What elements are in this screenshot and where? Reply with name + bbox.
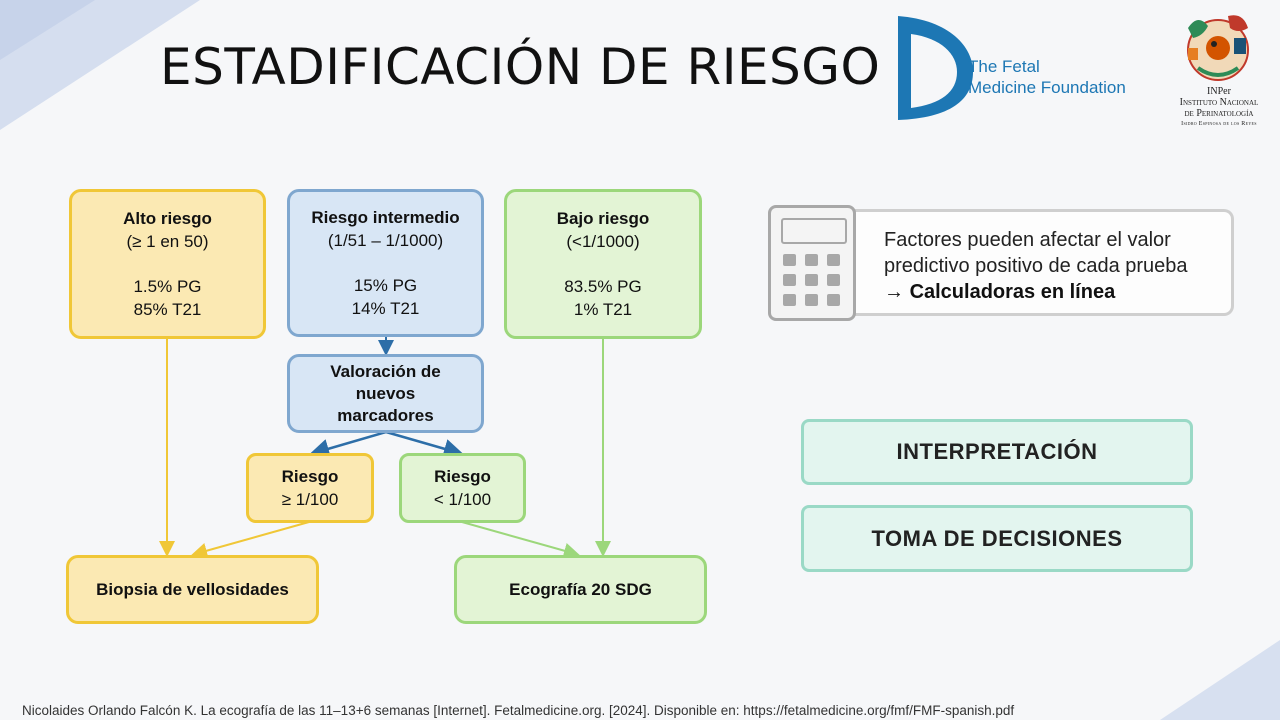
inper-logo-icon <box>1187 15 1249 81</box>
inper-logo-text: INPer Instituto Nacional de Perinatologí… <box>1160 86 1278 130</box>
new-markers-box: Valoración de nuevos marcadores <box>287 354 484 433</box>
inper-line1: INPer <box>1207 86 1231 97</box>
fmf-line2: Medicine Foundation <box>968 78 1126 97</box>
biopsy-box: Biopsia de vellosidades <box>66 555 319 624</box>
interpretation-pill: INTERPRETACIÓN <box>801 419 1193 485</box>
intermediate-risk-t21: 14% T21 <box>351 299 420 318</box>
factors-text: Factores pueden afectar el valor predict… <box>884 227 1188 305</box>
corner-decoration-inner <box>0 0 95 60</box>
sub-low-risk-value: < 1/100 <box>433 490 492 509</box>
calculators-link: Calculadoras en línea <box>909 281 1116 303</box>
fmf-line1: The Fetal <box>968 57 1040 76</box>
biopsy-label: Biopsia de vellosidades <box>96 579 289 599</box>
sub-low-risk-label: Riesgo <box>434 467 491 486</box>
markers-line1: Valoración de <box>330 361 441 381</box>
page-title: ESTADIFICACIÓN DE RIESGO <box>160 38 881 96</box>
factors-line2: predictivo positivo de cada prueba <box>884 255 1188 277</box>
high-risk-t21: 85% T21 <box>133 300 202 319</box>
sub-high-risk-box: Riesgo ≥ 1/100 <box>246 453 374 523</box>
high-risk-range: (≥ 1 en 50) <box>126 232 209 251</box>
arrow-right-icon: → <box>884 281 904 303</box>
sub-high-risk-label: Riesgo <box>281 467 339 486</box>
arrow-markers-to-high <box>309 430 387 459</box>
reference-footer: Nicolaides Orlando Falcón K. La ecografí… <box>22 703 1015 718</box>
arrow-markers-to-low <box>385 430 464 459</box>
low-risk-range: (<1/1000) <box>566 232 640 251</box>
intermediate-risk-pg: 15% PG <box>353 276 418 295</box>
calculator-icon <box>768 205 856 321</box>
ultrasound-label: Ecografía 20 SDG <box>509 579 652 599</box>
decisions-label: TOMA DE DECISIONES <box>871 525 1123 551</box>
low-risk-box: Bajo riesgo (<1/1000) 83.5% PG 1% T21 <box>504 189 702 339</box>
interpretation-label: INTERPRETACIÓN <box>896 439 1098 464</box>
arrow-subhigh-to-biopsy <box>191 521 310 559</box>
factors-box <box>848 209 1234 316</box>
intermediate-risk-box: Riesgo intermedio (1/51 – 1/1000) 15% PG… <box>287 189 484 337</box>
low-risk-title: Bajo riesgo <box>556 209 650 228</box>
markers-line3: marcadores <box>337 405 434 425</box>
markers-line2: nuevos <box>355 383 416 403</box>
high-risk-title: Alto riesgo <box>123 209 212 228</box>
inper-line4: Isidro Espinosa de los Reyes <box>1181 121 1257 127</box>
factors-line3: → Calculadoras en línea <box>884 279 1188 305</box>
intermediate-risk-title: Riesgo intermedio <box>311 208 460 227</box>
decisions-pill: TOMA DE DECISIONES <box>801 505 1193 572</box>
fmf-logo-text: The Fetal Medicine Foundation <box>968 56 1126 98</box>
low-risk-pg: 83.5% PG <box>564 277 642 296</box>
factors-line1: Factores pueden afectar el valor <box>884 229 1171 251</box>
high-risk-pg: 1.5% PG <box>133 277 202 296</box>
sub-high-risk-value: ≥ 1/100 <box>281 490 339 509</box>
inper-line2: Instituto Nacional <box>1179 97 1259 108</box>
fmf-logo-icon <box>898 16 973 120</box>
ultrasound-box: Ecografía 20 SDG <box>454 555 707 624</box>
intermediate-risk-range: (1/51 – 1/1000) <box>327 231 444 250</box>
arrow-sublow-to-ultrasound <box>461 521 580 559</box>
corner-decoration-bottom <box>1160 640 1280 720</box>
low-risk-t21: 1% T21 <box>573 300 633 319</box>
inper-line3: de Perinatología <box>1184 108 1254 119</box>
high-risk-box: Alto riesgo (≥ 1 en 50) 1.5% PG 85% T21 <box>69 189 266 339</box>
sub-low-risk-box: Riesgo < 1/100 <box>399 453 526 523</box>
